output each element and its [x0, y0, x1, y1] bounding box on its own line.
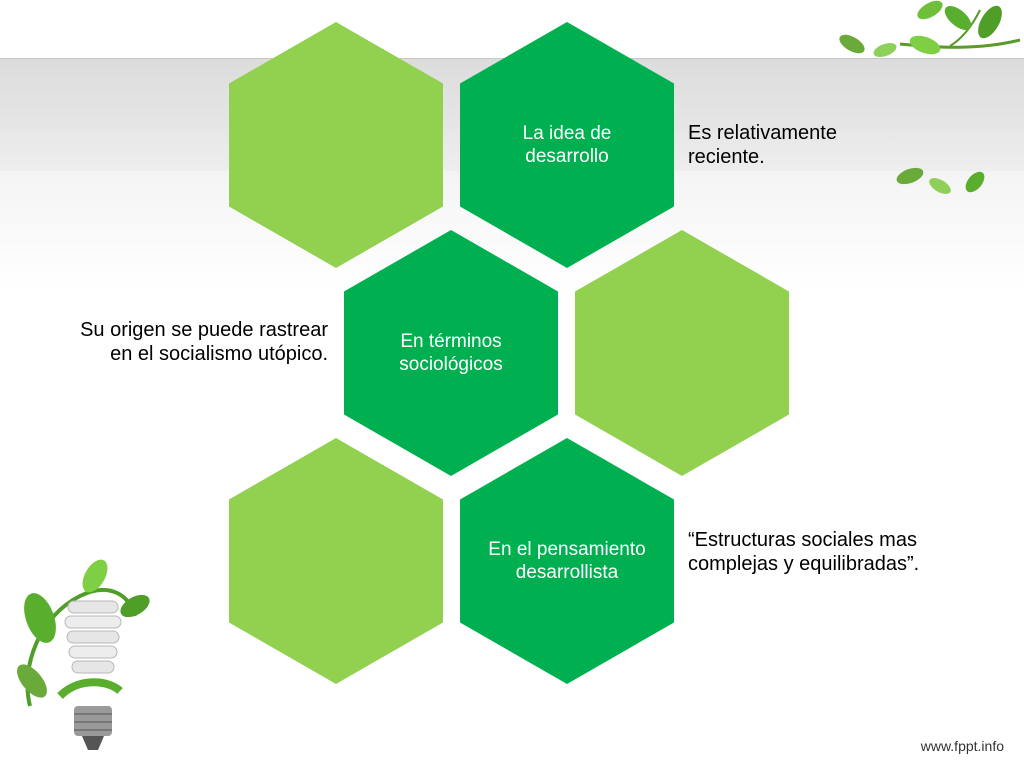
lightbulb-icon — [17, 559, 150, 750]
hexagon-middle-label: En términos sociológicos — [399, 331, 503, 375]
hexagon-decorative-middle-right — [575, 230, 789, 476]
hexagon-bottom: En el pensamiento desarrollista — [460, 438, 674, 684]
hexagon-top-label: La idea de desarrollo — [522, 123, 612, 167]
note-top: Es relativamente reciente. — [688, 122, 837, 168]
hexagon-bottom-label: En el pensamiento desarrollista — [488, 539, 646, 583]
hexagon-decorative-bottom-left — [229, 438, 443, 684]
note-bottom: “Estructuras sociales mas complejas y eq… — [688, 529, 920, 575]
note-middle: Su origen se puede rastrear en el social… — [80, 319, 328, 365]
leaf-branch-icon — [839, 0, 1021, 194]
footer-url: www.fppt.info — [920, 738, 1004, 754]
